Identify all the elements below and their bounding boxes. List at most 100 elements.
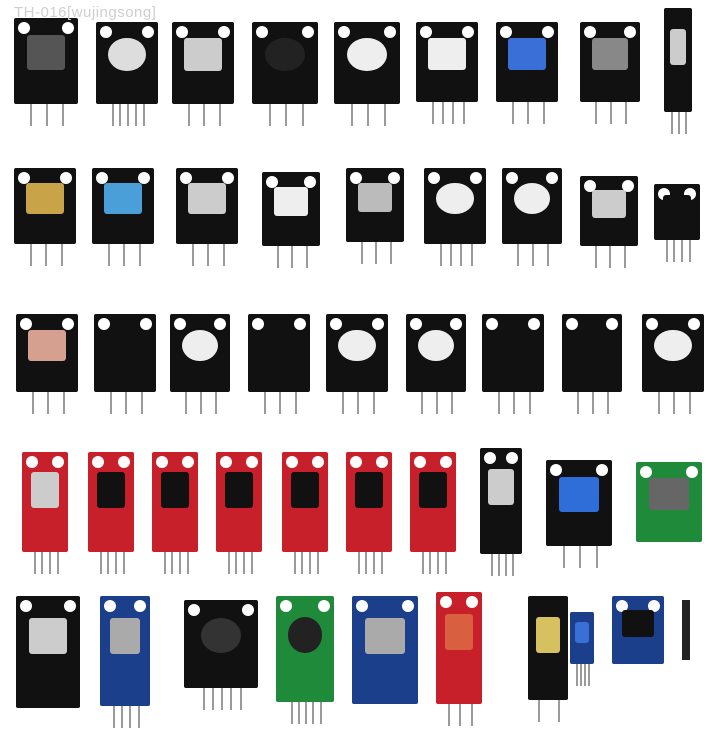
header-pin <box>383 104 386 126</box>
mount-hole <box>218 26 230 38</box>
module-hall-sensor <box>482 314 544 416</box>
header-pin <box>111 104 114 126</box>
module-soil-moisture <box>528 596 568 724</box>
module-ir-emitter <box>406 314 466 416</box>
header-pin <box>171 552 174 574</box>
header-pin <box>242 552 245 574</box>
header-pin <box>250 552 253 574</box>
pcb-board <box>424 168 486 244</box>
header-pin <box>595 546 598 568</box>
pcb-board <box>482 314 544 392</box>
header-pin <box>357 552 360 574</box>
mount-hole <box>484 452 496 464</box>
header-pin <box>129 706 132 728</box>
header-pin <box>595 102 597 124</box>
mount-hole <box>466 596 478 608</box>
mount-hole <box>462 26 474 38</box>
module-analog-temperature <box>94 314 156 416</box>
cylinder-component <box>26 35 66 70</box>
header-pin <box>308 552 311 574</box>
fork-component <box>536 616 560 653</box>
mount-hole <box>312 456 324 468</box>
pot-component <box>574 622 590 644</box>
pcb-board <box>262 172 320 246</box>
pcb-board <box>410 452 456 552</box>
mount-hole <box>20 600 32 612</box>
pcb-board <box>170 314 230 392</box>
module-rtc-ds1302 <box>276 596 334 726</box>
led-component <box>654 329 692 361</box>
header-pin <box>380 552 383 574</box>
module-active-buzzer <box>334 22 400 128</box>
mount-hole <box>622 180 634 192</box>
mount-hole <box>450 318 462 330</box>
laser-component <box>26 183 64 214</box>
header-pin <box>447 704 450 726</box>
header-pin <box>62 104 64 126</box>
header-pin <box>178 552 181 574</box>
pcb-board <box>546 460 612 546</box>
sd-component <box>365 617 405 654</box>
header-pin <box>431 102 434 124</box>
therm-component <box>106 329 144 361</box>
mount-hole <box>542 26 554 38</box>
module-digital-temperature <box>216 452 262 576</box>
header-pin <box>594 246 597 268</box>
header-pin <box>114 552 117 574</box>
header-pin <box>588 664 590 686</box>
pcb-board <box>406 314 466 392</box>
ultra-component <box>110 618 140 654</box>
mount-hole <box>420 26 432 38</box>
mount-hole <box>252 318 264 330</box>
module-dc-dc-buck <box>636 462 702 566</box>
mount-hole <box>188 604 200 616</box>
mount-hole <box>338 26 350 38</box>
mount-hole <box>640 466 652 478</box>
box-component <box>291 472 319 508</box>
header-pin <box>107 244 110 266</box>
mount-hole <box>52 456 64 468</box>
header-pin <box>576 664 578 686</box>
mount-hole <box>318 600 330 612</box>
pcb-board <box>334 22 400 104</box>
header-pin <box>365 552 368 574</box>
module-seven-color-flash <box>326 314 388 416</box>
header-pin <box>191 244 194 266</box>
buzzer-label-component <box>347 38 387 72</box>
therm-component <box>225 472 253 508</box>
pcb-board <box>184 600 258 688</box>
box-component <box>97 472 125 508</box>
module-reed-module <box>22 452 68 576</box>
module-two-color-led <box>502 168 562 268</box>
pcb-board <box>636 462 702 542</box>
module-linear-hall <box>282 452 328 576</box>
header-pin <box>517 244 519 266</box>
header-pin <box>211 688 214 710</box>
mount-hole <box>266 176 278 188</box>
header-pin <box>290 702 293 724</box>
mount-hole <box>156 456 168 468</box>
header-pin <box>623 246 626 268</box>
mount-hole <box>388 172 400 184</box>
pcb-board <box>176 168 238 244</box>
header-pin <box>511 554 514 576</box>
mount-hole <box>220 456 232 468</box>
button-component <box>592 38 628 70</box>
header-pin <box>579 546 581 568</box>
header-pin <box>460 244 463 266</box>
mount-hole <box>428 172 440 184</box>
to92-component <box>574 329 610 361</box>
mic-component <box>419 472 447 508</box>
module-dht11-sensor <box>92 168 154 268</box>
module-light-blocking <box>654 184 700 264</box>
header-pin <box>119 104 122 126</box>
header-pin <box>580 664 582 686</box>
usb-component <box>28 618 68 655</box>
header-pin <box>218 104 221 126</box>
module-ir-obstacle <box>88 452 134 576</box>
header-pin <box>285 104 287 126</box>
mount-hole <box>18 22 30 34</box>
mount-hole <box>616 600 628 612</box>
ir-component <box>488 469 514 506</box>
header-pin <box>305 702 307 724</box>
